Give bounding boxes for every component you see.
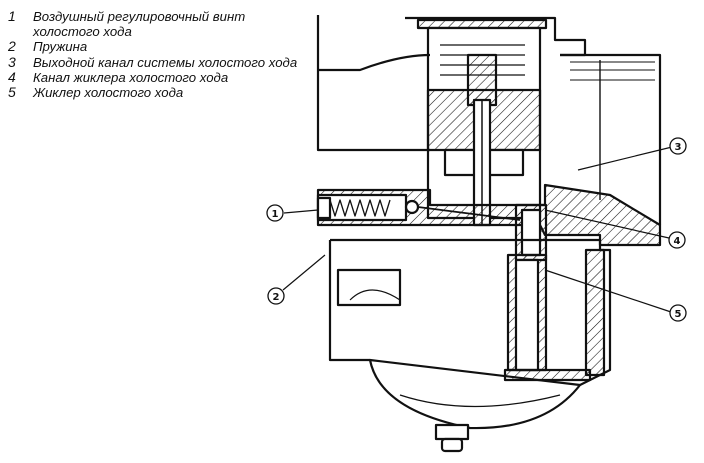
legend-item-4: 4 Канал жиклера холостого хода bbox=[8, 68, 308, 85]
callout-label: 1 bbox=[272, 209, 279, 220]
legend-text: Канал жиклера холостого хода bbox=[33, 69, 229, 85]
callout-label: 2 bbox=[273, 292, 280, 303]
legend-text: Выходной канал системы холостого хода bbox=[33, 54, 298, 70]
callout-5: 5 bbox=[669, 304, 687, 322]
legend-text: Пружина bbox=[33, 39, 88, 55]
callout-label: 5 bbox=[675, 309, 682, 320]
legend-item-2: 2 Пружина bbox=[8, 38, 308, 55]
legend-number: 3 bbox=[8, 53, 16, 70]
legend-number: 4 bbox=[8, 68, 16, 85]
callout-label: 4 bbox=[674, 236, 681, 247]
legend-number: 5 bbox=[8, 84, 16, 101]
legend-number: 1 bbox=[8, 8, 16, 24]
callout-4: 4 bbox=[668, 231, 686, 249]
legend-text: Жиклер холостого хода bbox=[33, 85, 184, 101]
callout-label: 3 bbox=[675, 142, 682, 153]
callouts: 1 2 3 4 5 bbox=[266, 137, 687, 322]
legend-number: 2 bbox=[8, 38, 16, 55]
legend: 1 Воздушный регулировочный винт холостог… bbox=[8, 8, 308, 101]
legend-item-3: 3 Выходной канал системы холостого хода bbox=[8, 53, 308, 70]
callout-2: 2 bbox=[267, 287, 285, 305]
callout-1: 1 bbox=[266, 204, 284, 222]
legend-text: Воздушный регулировочный винт холостого … bbox=[33, 9, 246, 40]
legend-item-5: 5 Жиклер холостого хода bbox=[8, 84, 308, 101]
carburetor-body bbox=[316, 15, 662, 453]
legend-item-1: 1 Воздушный регулировочный винт холостог… bbox=[8, 8, 308, 40]
callout-3: 3 bbox=[669, 137, 687, 155]
